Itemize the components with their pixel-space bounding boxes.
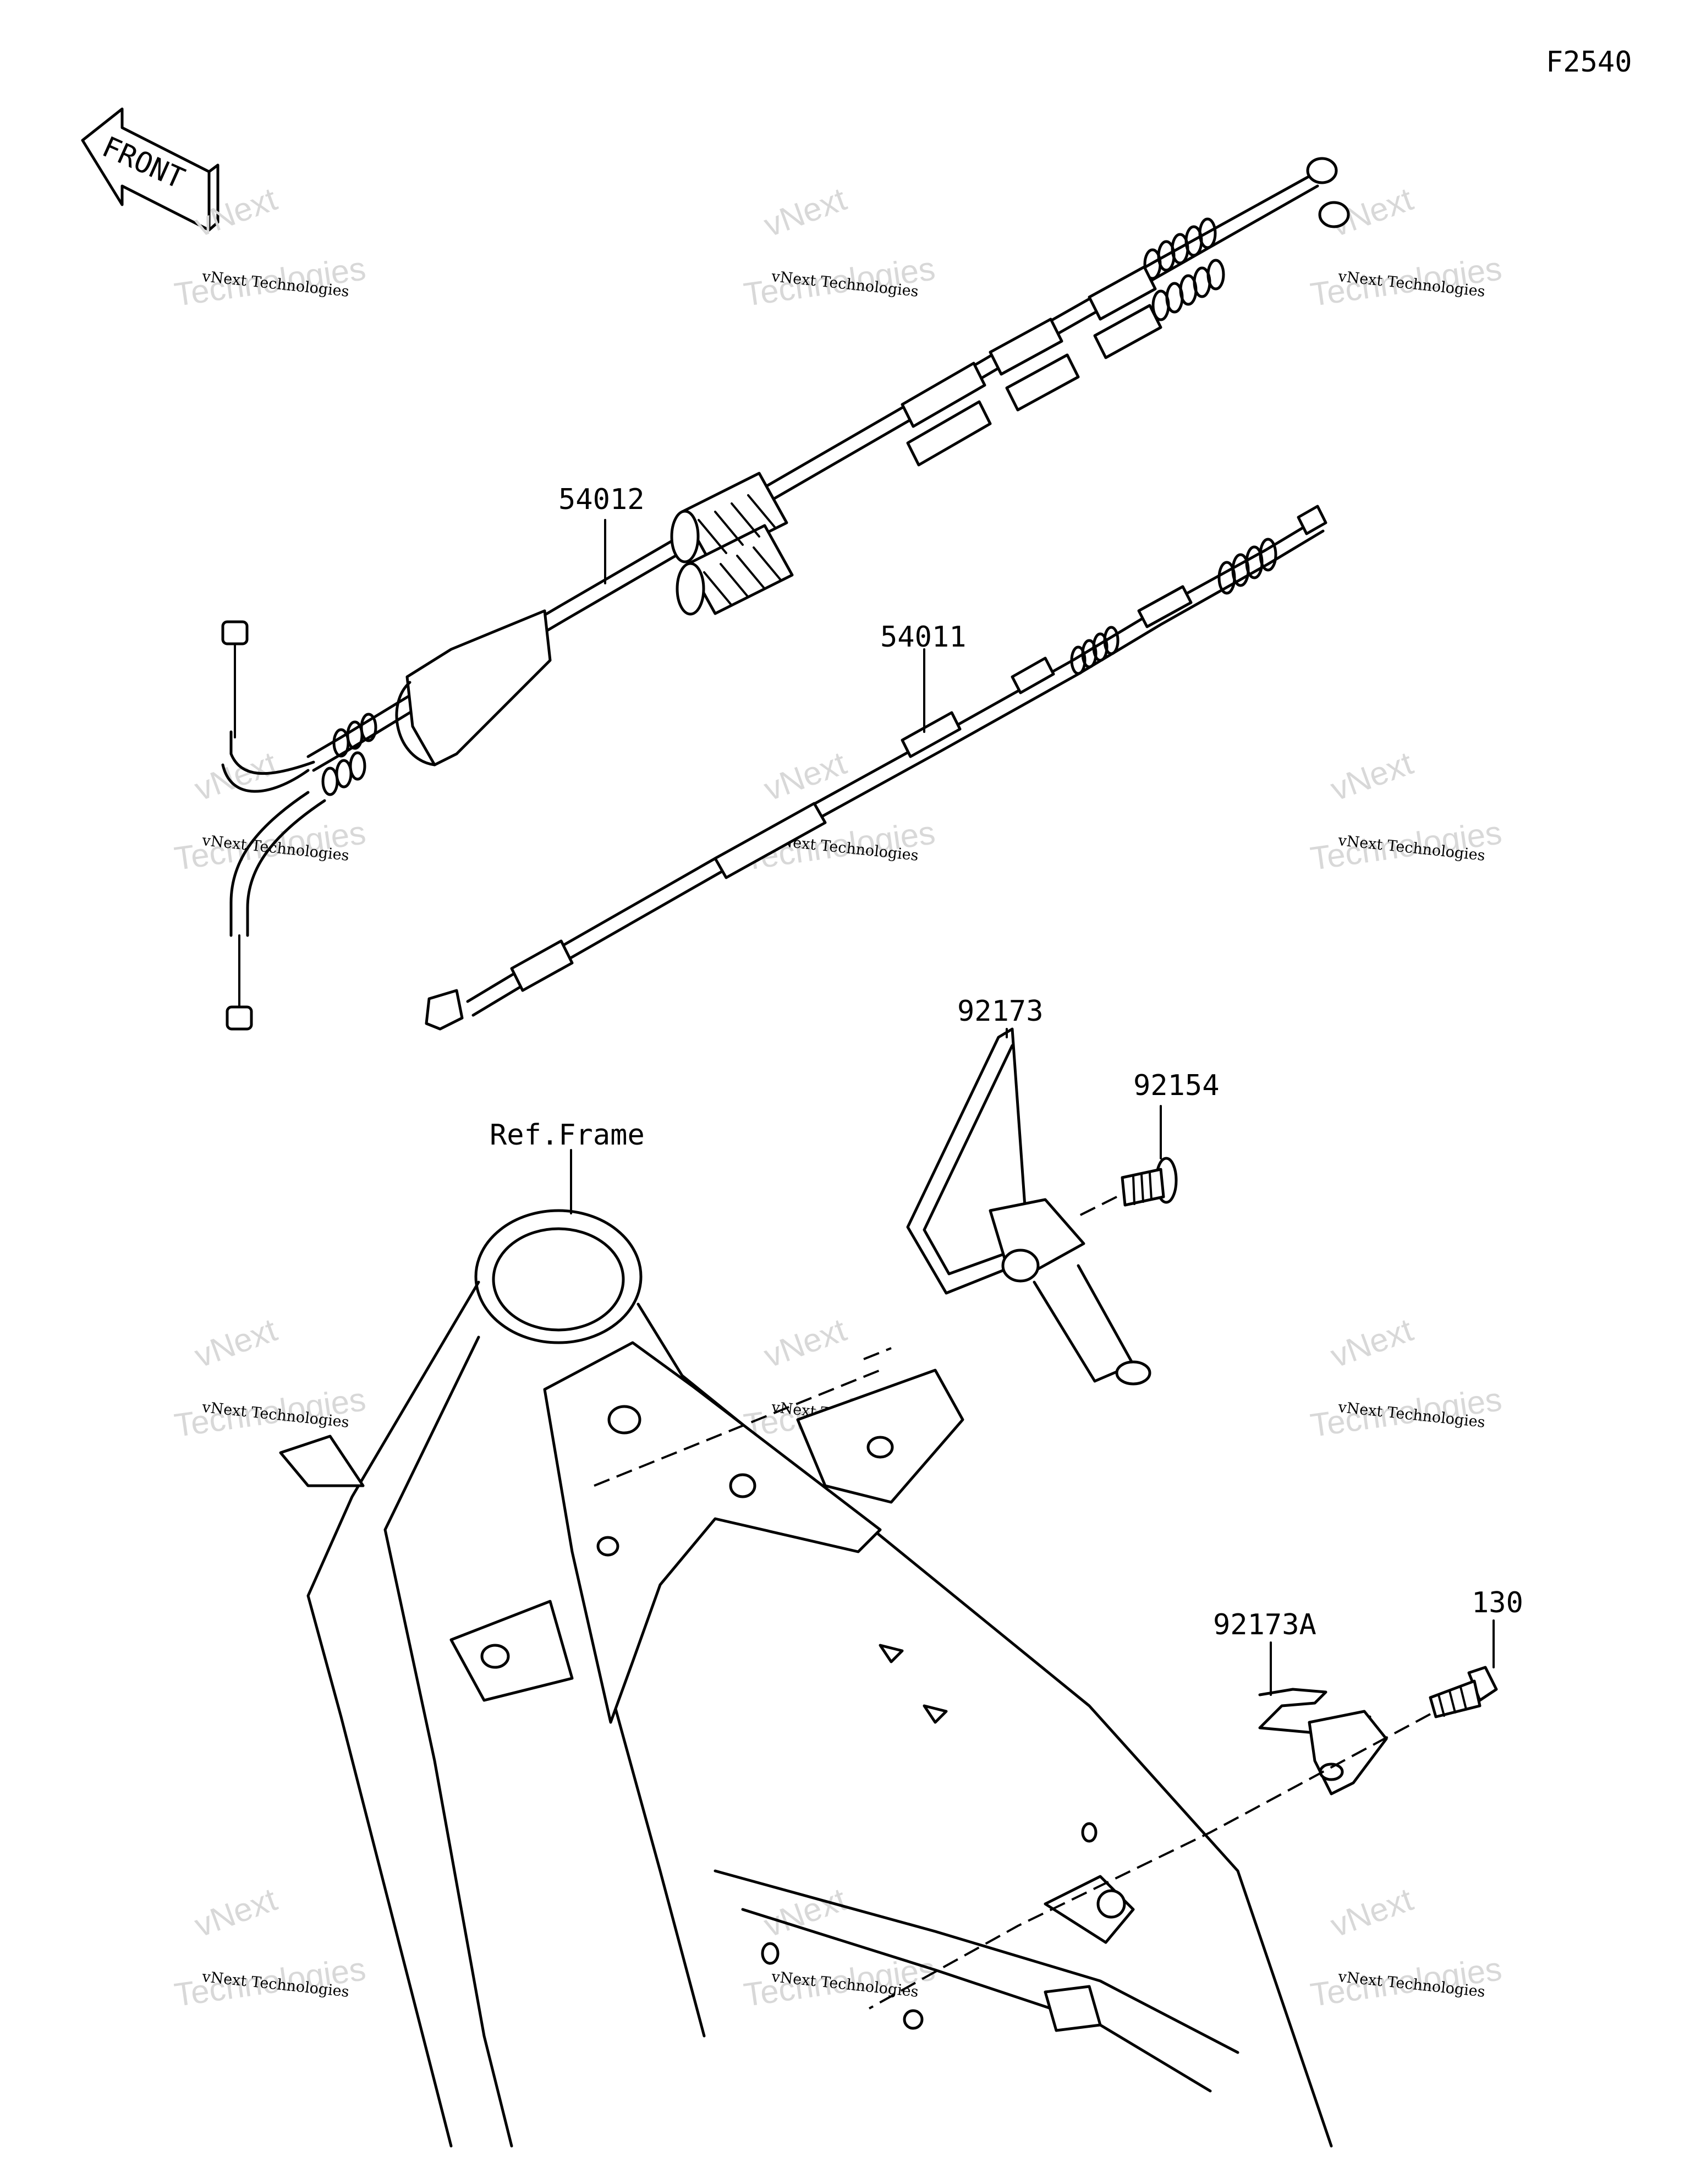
callout-54011: 54011 <box>880 621 967 654</box>
callout-92173: 92173 <box>957 995 1044 1028</box>
callout-54012: 54012 <box>558 483 645 516</box>
watermark-stamp: vNext <box>1326 1311 1418 1375</box>
watermark-stamp: vNext <box>759 745 851 808</box>
watermark-stamp: vNext <box>759 1881 851 1945</box>
callout-92154: 92154 <box>1133 1069 1220 1102</box>
watermark-stamp: vNext <box>1326 1881 1418 1945</box>
callout-130: 130 <box>1472 1586 1523 1619</box>
bolt <box>1078 1157 1178 1217</box>
watermark-stamp: vNext <box>1326 745 1418 808</box>
watermark-stamp: vNext <box>190 1881 282 1945</box>
accelerator-cables <box>221 157 1350 1031</box>
watermark-stamp: vNext <box>759 180 851 244</box>
callout-92173a: 92173A <box>1213 1608 1316 1641</box>
leader-lines <box>570 519 1495 1696</box>
diagram-id: F2540 <box>1546 46 1632 79</box>
frame-reference <box>279 1209 1333 2148</box>
watermark-stamp: vNext <box>190 745 282 808</box>
watermark-stamp: vNext <box>190 1311 282 1375</box>
callout-labels: 54012 54011 92173 92154 Ref.Frame 92173A… <box>490 483 1523 1641</box>
watermark-stamp: vNext <box>759 1311 851 1375</box>
flanged-bolt <box>869 1666 1498 2010</box>
cable-clamp <box>906 1027 1151 1386</box>
callout-ref-frame: Ref.Frame <box>490 1119 645 1152</box>
clamp <box>1258 1688 1388 1796</box>
clutch-cable <box>425 505 1327 1031</box>
watermark-group: vNext Technologies vNext Technologies vN… <box>172 180 1504 2014</box>
